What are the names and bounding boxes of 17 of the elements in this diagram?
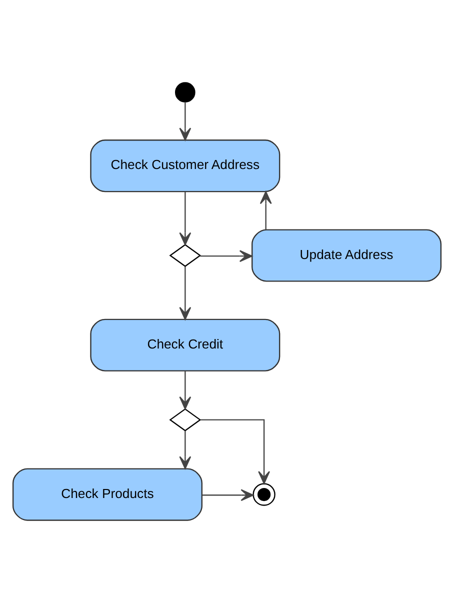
arrow	[260, 190, 272, 230]
node-dot	[175, 82, 196, 102]
arrow	[179, 101, 192, 140]
arrow	[199, 250, 252, 262]
arrow	[202, 488, 254, 501]
node-box: Update Address	[252, 228, 442, 282]
node-box: Check Products	[12, 468, 202, 520]
arrow	[200, 418, 270, 484]
arrow	[179, 430, 192, 469]
node-box: Check Customer Address	[90, 139, 280, 192]
node-box: Check Credit	[90, 318, 280, 371]
arrow	[179, 370, 192, 409]
arrow	[179, 266, 192, 320]
arrow	[179, 191, 192, 245]
node-diamond	[169, 244, 202, 266]
node-diamond	[169, 408, 202, 431]
node-bullseye	[252, 482, 276, 506]
